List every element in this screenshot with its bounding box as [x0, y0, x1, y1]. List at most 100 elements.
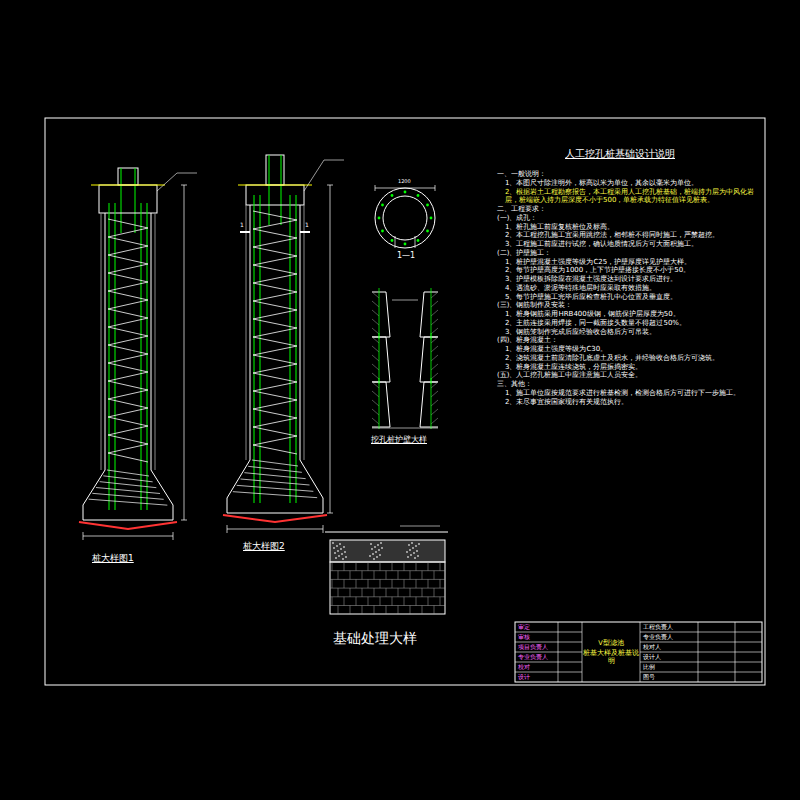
dimension-tick	[327, 513, 333, 514]
brick-hatch	[416, 562, 417, 571]
leader-line	[415, 236, 416, 248]
note-line: 2、未尽事宜按国家现行有关规范执行。	[497, 398, 759, 407]
main-rebar	[147, 203, 148, 510]
brick-hatch	[356, 562, 357, 571]
main-rebar	[109, 203, 110, 510]
brick-hatch	[386, 571, 387, 580]
cushion-layer	[330, 540, 445, 562]
brick-hatch	[428, 562, 429, 571]
brick-hatch	[362, 571, 363, 580]
brick-hatch	[356, 597, 357, 606]
wall-hatch	[431, 292, 438, 298]
wall-hatch	[372, 373, 379, 379]
dimension-tick	[327, 185, 333, 186]
gravel-dot	[413, 552, 415, 554]
bell-rebar	[248, 466, 302, 472]
brick-hatch	[440, 597, 441, 606]
wall-hatch	[431, 382, 438, 388]
title-block-cell: 校对	[518, 664, 530, 670]
wall-hatch	[372, 409, 379, 415]
rebar-dot	[391, 239, 394, 242]
gravel-dot	[408, 544, 410, 546]
gravel-dot	[335, 557, 337, 559]
leader-line	[400, 526, 440, 527]
brick-hatch	[380, 579, 381, 588]
gravel-dot	[417, 555, 419, 557]
gravel-dot	[374, 546, 376, 548]
drawing-label: 1—1	[397, 251, 415, 260]
dimension-tick	[375, 185, 376, 191]
rebar-dot	[391, 194, 394, 197]
gravel-dot	[410, 554, 412, 556]
brick-hatch	[404, 579, 405, 588]
gravel-dot	[336, 545, 338, 547]
title-block-line	[640, 672, 762, 673]
brick-hatch	[330, 588, 445, 589]
rebar-dot	[426, 204, 429, 207]
wall-hatch	[431, 373, 438, 379]
wall-hatch	[372, 418, 379, 424]
rebar-dot	[404, 191, 407, 194]
gravel-dot	[381, 547, 383, 549]
wall-hatch	[431, 418, 438, 424]
wall-segment	[420, 382, 438, 427]
dimension-tick	[173, 532, 174, 540]
brick-hatch	[422, 606, 423, 615]
brick-hatch	[380, 562, 381, 571]
ground-line	[325, 532, 448, 533]
brick-hatch	[392, 562, 393, 571]
gravel-dot	[376, 556, 378, 558]
gravel-dot	[338, 555, 340, 557]
sheet-title: 人工挖孔桩基础设计说明	[565, 148, 675, 160]
gravel-dot	[373, 558, 375, 560]
note-line: 2、主筋连接采用焊接，同一截面接头数量不得超过50%。	[497, 319, 759, 328]
main-rebar	[141, 203, 142, 510]
pile-outline	[83, 213, 173, 520]
gravel-dot	[377, 544, 379, 546]
dimension-line	[330, 185, 331, 513]
dimension-line	[83, 536, 173, 537]
dimension-tick	[227, 525, 228, 533]
note-line: 2、浇筑混凝土前应清除孔底虚土及积水，并经验收合格后方可浇筑。	[497, 354, 759, 363]
main-rebar	[290, 195, 291, 503]
wall-hatch	[431, 346, 438, 352]
drawing-label: 基础处理大样	[333, 630, 417, 646]
wall-hatch	[431, 391, 438, 397]
rebar-dot	[381, 204, 384, 207]
brick-hatch	[332, 597, 333, 606]
pile-section-outer	[375, 188, 435, 248]
brick-hatch	[434, 588, 435, 597]
wall-segment	[372, 292, 390, 337]
brick-hatch	[338, 588, 339, 597]
drawing-label: 1	[240, 222, 244, 229]
note-line: 1、桩护壁混凝土强度等级为C25，护壁厚度详见护壁大样。	[497, 258, 759, 267]
wall-segment	[420, 337, 438, 382]
brick-hatch	[428, 597, 429, 606]
gravel-dot	[418, 543, 420, 545]
dimension-line	[375, 188, 435, 189]
wall-rebar	[379, 378, 380, 429]
retaining-wall	[304, 205, 305, 460]
gravel-dot	[342, 558, 344, 560]
drawing-label: 挖孔桩护壁大样	[371, 435, 427, 444]
note-line: (一)、成孔：	[497, 214, 759, 223]
gravel-dot	[337, 550, 339, 552]
dimension-tick	[181, 185, 187, 186]
brick-hatch	[350, 571, 351, 580]
wall-hatch	[431, 355, 438, 361]
gravel-dot	[411, 542, 413, 544]
brick-hatch	[374, 606, 375, 615]
note-line: 1、桩身钢筋采用HRB400级钢，钢筋保护层厚度为50。	[497, 310, 759, 319]
drawing-name-text: 桩基大样及桩基说明	[583, 649, 639, 665]
drawing-label: 1	[305, 222, 309, 229]
pile-cap	[99, 185, 157, 213]
wall-hatch	[372, 301, 379, 307]
note-line: 一、一般说明：	[497, 170, 759, 179]
brick-hatch	[422, 588, 423, 597]
bearing-layer	[223, 515, 327, 522]
drawing-label: 桩大样图2	[243, 541, 285, 551]
gravel-dot	[372, 553, 374, 555]
brick-hatch	[330, 570, 445, 571]
gravel-dot	[415, 545, 417, 547]
